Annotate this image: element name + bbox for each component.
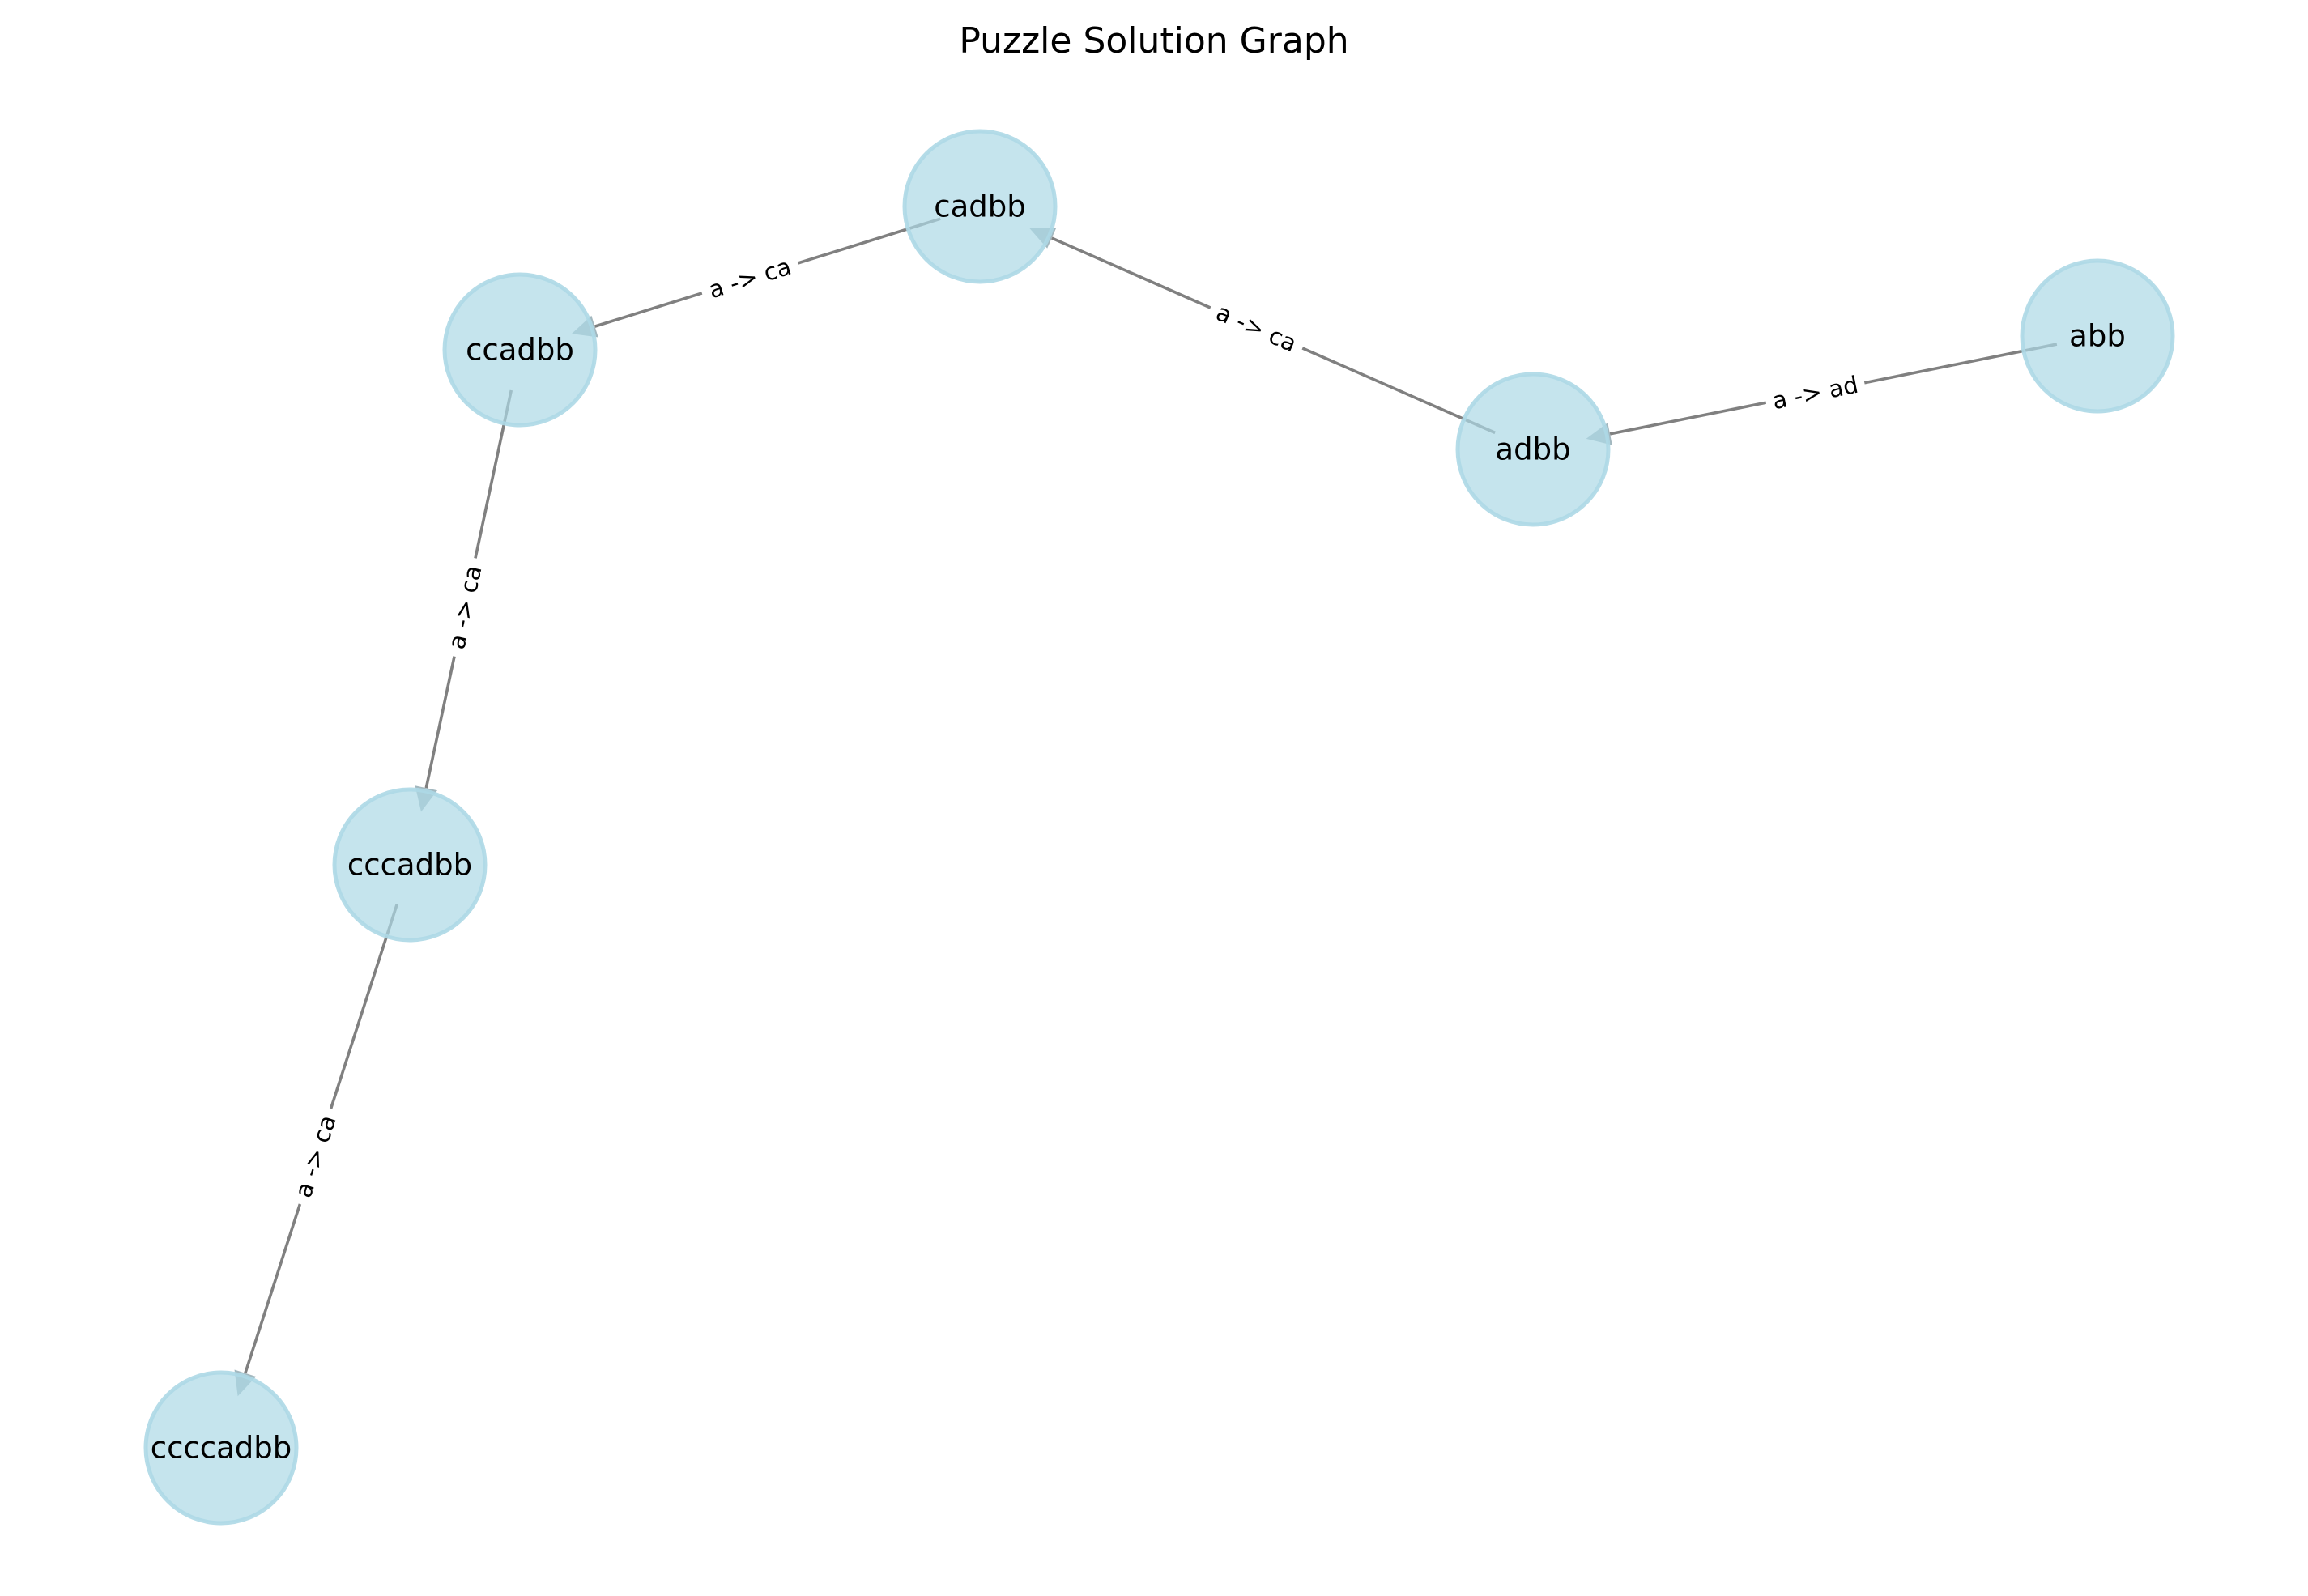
edge-label-background — [696, 247, 803, 309]
edge-label: a -> ca — [289, 1112, 342, 1201]
node-circle — [442, 272, 598, 428]
edge-label-group: a -> ca — [438, 555, 492, 660]
node-label: ccccadbb — [151, 1431, 292, 1466]
edge-label-background — [438, 555, 492, 660]
edge-label-background — [1203, 292, 1309, 364]
node-label: cccadbb — [347, 848, 472, 883]
node-cccadbb: cccadbb — [332, 787, 488, 943]
node-adbb: adbb — [1455, 372, 1611, 527]
graph-title: Puzzle Solution Graph — [959, 20, 1348, 62]
edge-label-background — [284, 1103, 347, 1210]
node-cadbb: cadbb — [902, 129, 1058, 284]
node-circle — [902, 129, 1058, 284]
nodes-layer: abb adbb cadbb ccadbb cccadbb ccccadbb — [143, 129, 2175, 1526]
node-label: abb — [2069, 319, 2126, 354]
node-abb: abb — [2020, 258, 2175, 414]
node-label: adbb — [1495, 432, 1570, 467]
node-ccccadbb: ccccadbb — [143, 1370, 299, 1526]
edge-label-group: a -> ca — [696, 247, 803, 309]
node-circle — [332, 787, 488, 943]
node-circle — [2020, 258, 2175, 414]
node-circle — [143, 1370, 299, 1526]
edge-label: a -> ca — [705, 253, 794, 304]
node-label: cadbb — [934, 189, 1025, 224]
node-circle — [1455, 372, 1611, 527]
edge-label-group: a -> ad — [1762, 367, 1868, 419]
node-ccadbb: ccadbb — [442, 272, 598, 428]
edge-label: a -> ca — [1212, 298, 1301, 357]
edge-label-group: a -> ca — [1203, 292, 1309, 364]
edge-label-background — [1762, 367, 1868, 419]
node-label: ccadbb — [466, 333, 574, 368]
edge-label-group: a -> ca — [284, 1103, 347, 1210]
